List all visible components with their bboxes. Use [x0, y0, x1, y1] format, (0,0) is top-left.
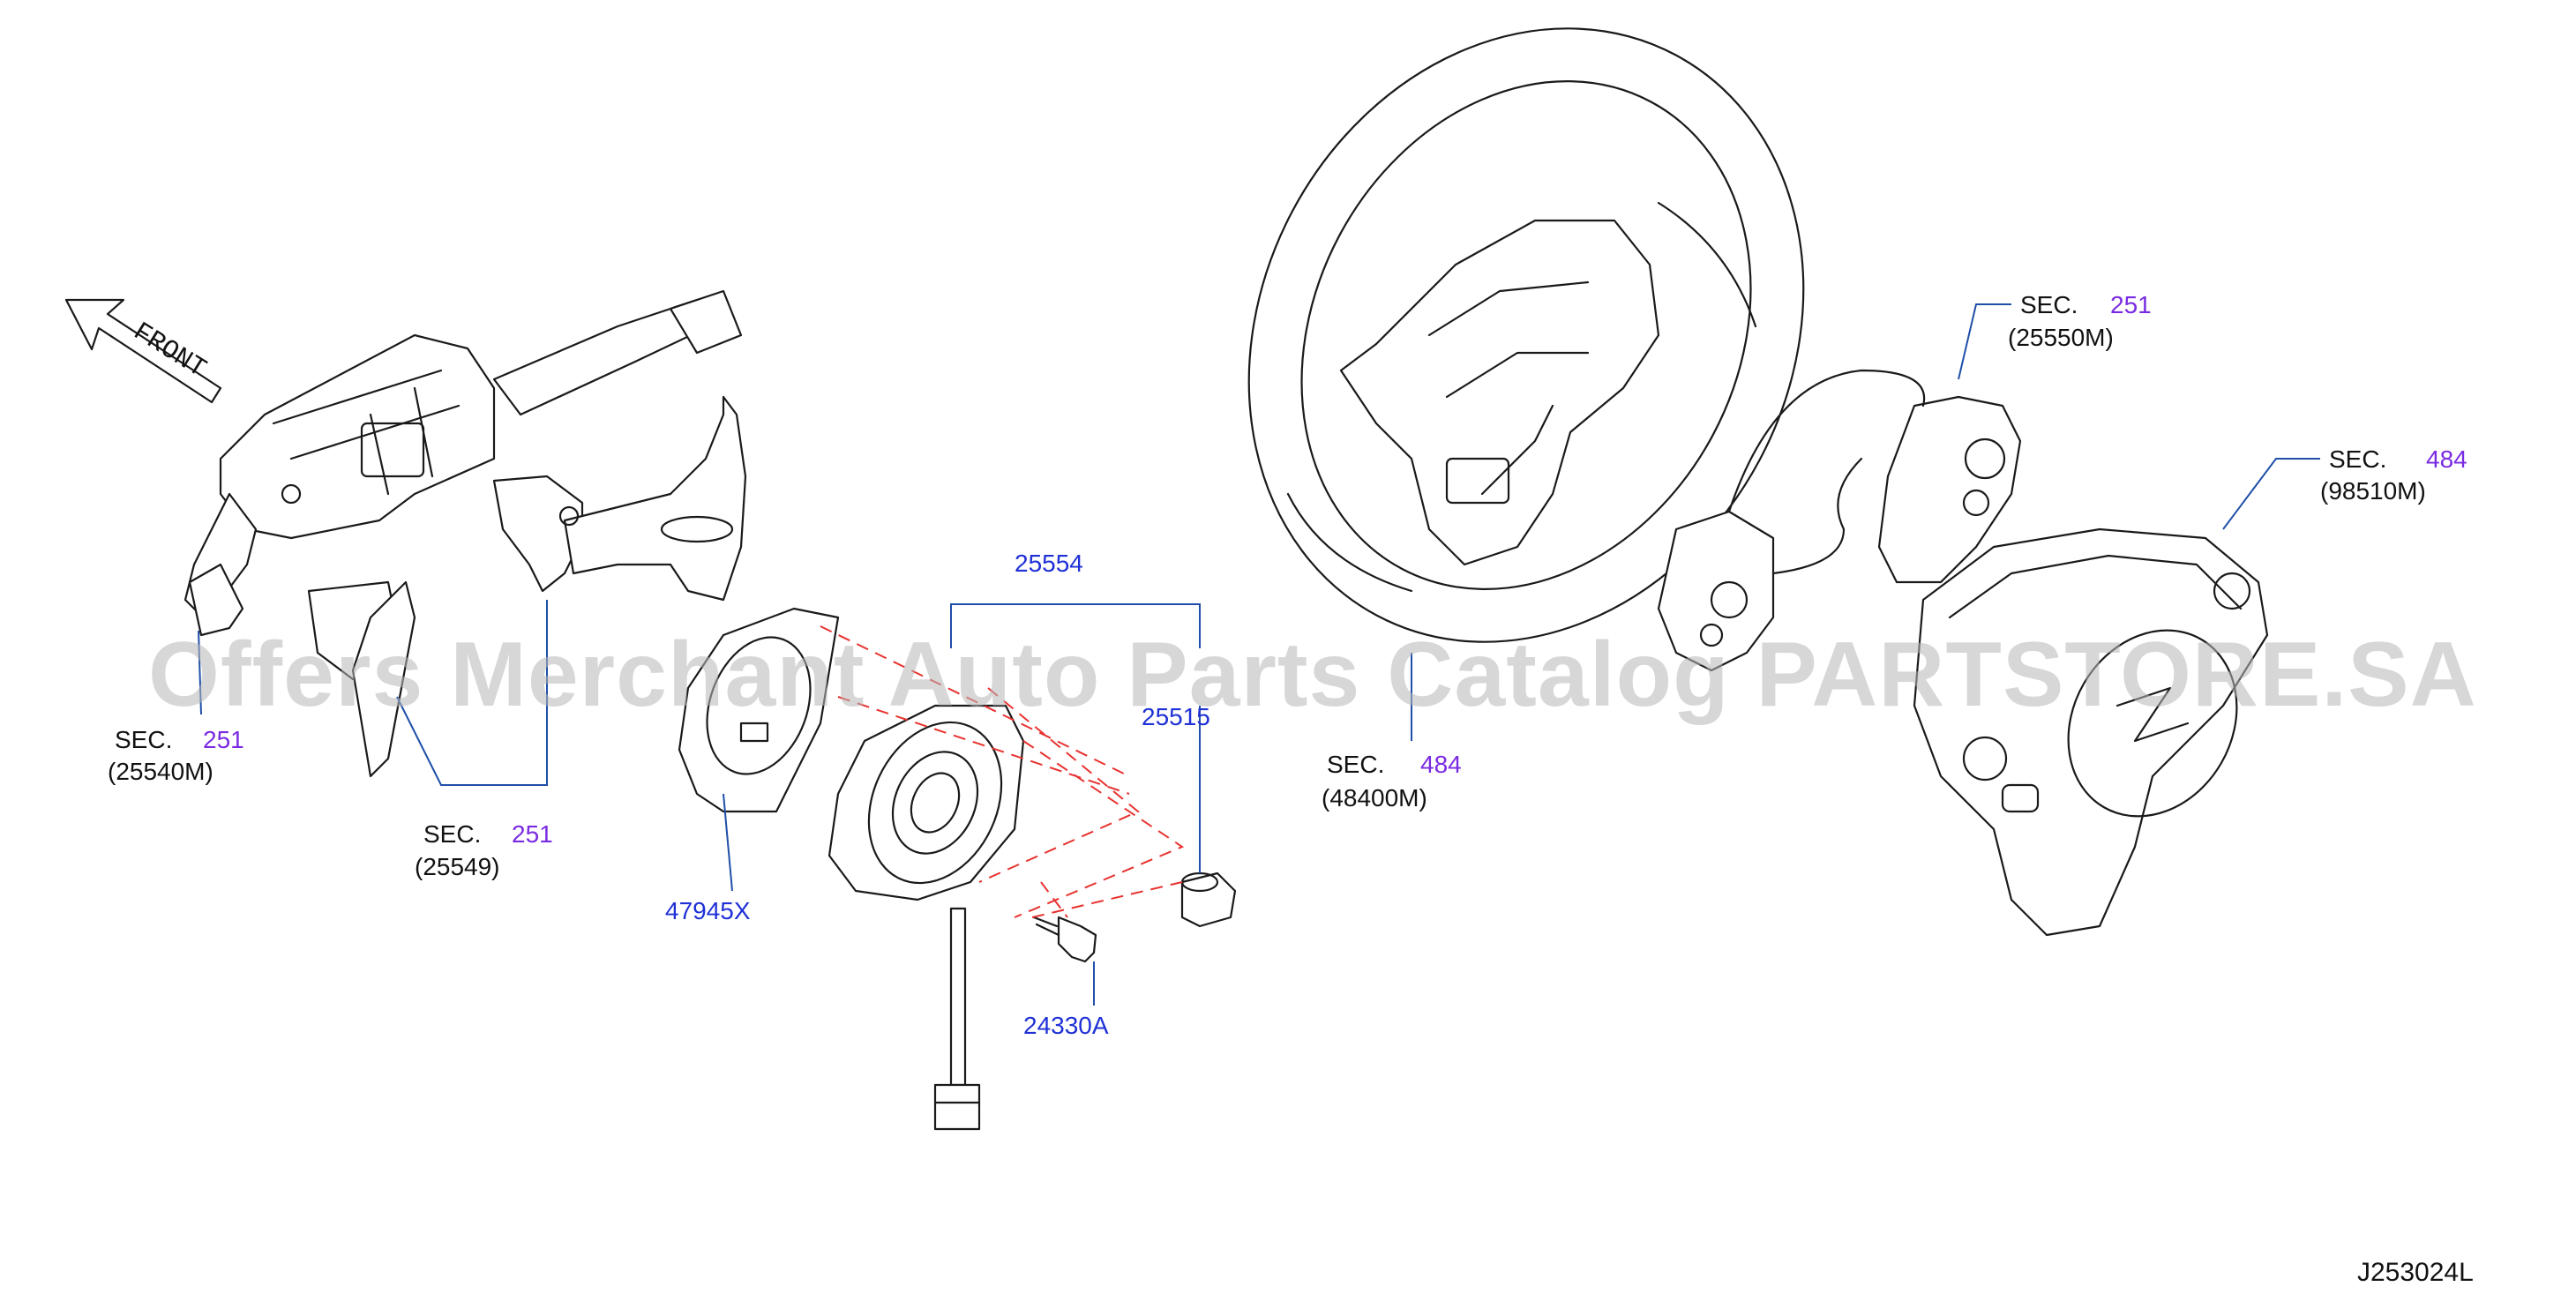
part-number-spiral-cable[interactable]: 25554: [1015, 550, 1083, 577]
callout-ref: (25549): [415, 853, 500, 880]
callout-sec-number: 484: [1420, 751, 1462, 778]
part-number-screw[interactable]: 24330A: [1023, 1012, 1109, 1039]
callout-combination-switch[interactable]: SEC. 251 (25540M): [108, 726, 244, 785]
callout-sec-label: SEC.: [115, 726, 172, 753]
combination-switch-illustration: [183, 289, 743, 637]
steering-wheel-illustration: [1247, 27, 1805, 643]
diagram-code: J253024L: [2357, 1258, 2474, 1287]
spiral-cable-illustration: [827, 704, 1025, 1131]
watermark-text: Offers Merchant Auto Parts Catalog PARTS…: [148, 624, 2477, 726]
callout-sec-label: SEC.: [2329, 445, 2386, 473]
callout-ref: (48400M): [1322, 784, 1427, 812]
screw-illustration: [1032, 916, 1097, 963]
airbag-module-illustration: [1913, 527, 2269, 937]
callout-steering-wheel[interactable]: SEC. 484 (48400M): [1322, 751, 1462, 812]
callout-steering-switch[interactable]: SEC. 251 (25550M): [2008, 291, 2152, 351]
paddle-shifter-illustration: [307, 395, 747, 778]
callout-sec-number: 251: [203, 726, 244, 753]
front-arrow-icon: [64, 298, 222, 404]
assembly-guide-lines: [820, 625, 1185, 918]
callout-sec-label: SEC.: [423, 820, 481, 848]
callout-ref: (98510M): [2320, 477, 2426, 505]
callout-sec-number: 484: [2426, 445, 2467, 473]
steering-angle-sensor-illustration: [678, 607, 840, 813]
part-number-cap[interactable]: 25515: [1142, 703, 1210, 730]
part-number-sensor[interactable]: 47945X: [665, 897, 751, 924]
callout-airbag-module[interactable]: SEC. 484 (98510M): [2320, 445, 2467, 505]
callout-paddle-shifter[interactable]: SEC. 251 (25549): [415, 820, 553, 880]
callout-ref: (25550M): [2008, 324, 2114, 351]
steering-switch-illustration: [1657, 369, 2022, 672]
callout-sec-label: SEC.: [1327, 751, 1384, 778]
callout-sec-number: 251: [512, 820, 553, 848]
callout-sec-number: 251: [2110, 291, 2152, 318]
leader-lines: [198, 303, 2320, 1006]
cap-illustration: [1180, 871, 1237, 928]
callout-sec-label: SEC.: [2020, 291, 2078, 318]
callout-ref: (25540M): [108, 758, 213, 785]
